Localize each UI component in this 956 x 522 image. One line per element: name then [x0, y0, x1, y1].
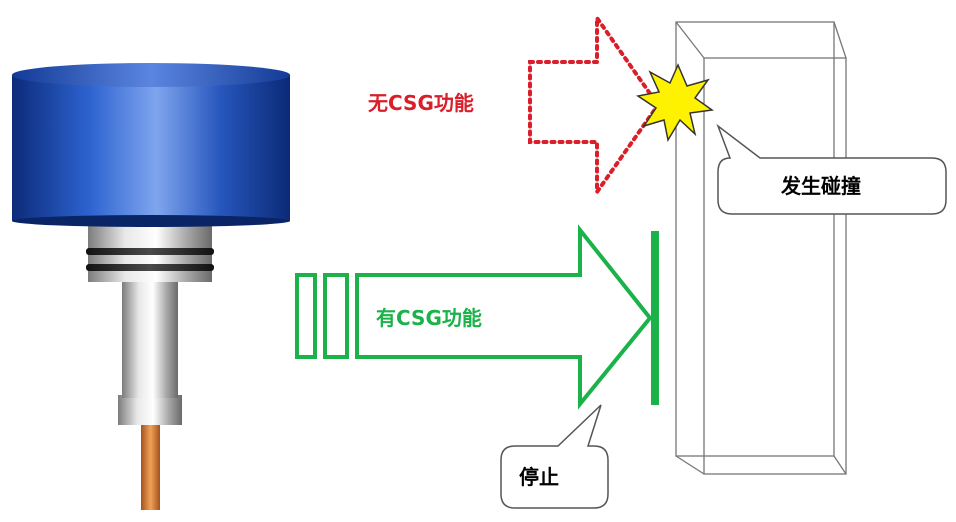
label-with-csg: 有CSG功能: [376, 306, 482, 330]
stop-bubble: [500, 404, 609, 509]
ring-lower: [86, 264, 214, 271]
green-arrow: [295, 224, 653, 410]
collision-bubble: [716, 123, 947, 215]
shank: [122, 278, 178, 398]
motor-housing: [12, 75, 290, 221]
collision-burst-icon: [636, 63, 714, 143]
red-dotted-arrow: [528, 11, 661, 199]
label-collision: 发生碰撞: [780, 174, 861, 198]
workpiece-block: [675, 21, 847, 475]
spindle-illustration: [12, 63, 290, 510]
collet: [118, 395, 182, 425]
label-stop: 停止: [519, 465, 559, 489]
ring-upper: [86, 248, 214, 255]
stop-bar: [651, 231, 659, 405]
motor-top: [12, 63, 290, 87]
tool-bit: [141, 420, 160, 510]
label-without-csg: 无CSG功能: [368, 91, 474, 115]
motor-bottom-edge: [12, 215, 290, 227]
